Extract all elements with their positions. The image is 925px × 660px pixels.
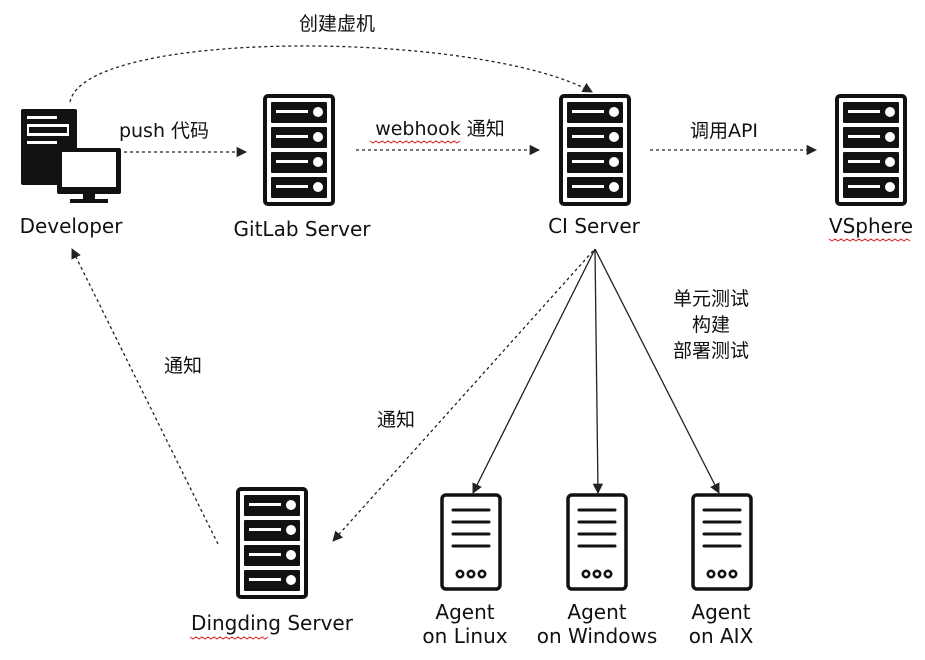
ci-to-agent-aix-arrow — [594, 248, 720, 494]
ci-label: CI Server — [548, 214, 641, 238]
ci-to-agent-windows-arrow — [592, 248, 604, 495]
vsphere-label: VSphere — [829, 214, 913, 238]
agent-windows-label-2: on Windows — [537, 624, 658, 648]
agent-linux-label-1: Agent — [435, 600, 494, 624]
agent-aix-icon — [691, 493, 753, 591]
gitlab-server-icon — [263, 94, 335, 206]
agent-windows-label-1: Agent — [567, 600, 626, 624]
notify-developer-arrow — [71, 248, 219, 545]
developer-computer-icon — [21, 109, 121, 203]
call-api-label: 调用API — [690, 120, 758, 142]
agent-aix-label-2: on AIX — [689, 624, 754, 648]
agent-task-unit-test-label: 单元测试 — [673, 288, 749, 310]
agent-task-build-label: 构建 — [692, 314, 730, 336]
dingding-spellcheck-underline — [189, 636, 269, 640]
agent-windows-icon — [566, 493, 628, 591]
notify-developer-label: 通知 — [164, 355, 202, 377]
agent-aix-label-1: Agent — [691, 600, 750, 624]
create-vm-arrow — [69, 45, 593, 103]
ci-to-agent-linux-arrow — [472, 248, 596, 494]
push-code-label: push 代码 — [119, 120, 209, 142]
webhook-spellcheck-underline — [369, 140, 461, 144]
ci-server-icon — [559, 94, 631, 206]
create-vm-label: 创建虚机 — [299, 13, 375, 35]
agent-linux-icon — [440, 493, 502, 591]
webhook-label: webhook 通知 — [375, 118, 505, 140]
notify-dingding-arrow — [332, 250, 594, 542]
vsphere-server-icon — [835, 94, 907, 206]
dingding-server-icon — [236, 487, 308, 599]
dingding-label: Dingding Server — [191, 611, 354, 635]
vsphere-spellcheck-underline — [828, 238, 911, 242]
gitlab-label: GitLab Server — [234, 217, 372, 241]
agent-task-deploy-test-label: 部署测试 — [673, 340, 749, 362]
agent-linux-label-2: on Linux — [422, 624, 507, 648]
notify-dingding-label: 通知 — [377, 409, 415, 431]
developer-label: Developer — [20, 214, 124, 238]
